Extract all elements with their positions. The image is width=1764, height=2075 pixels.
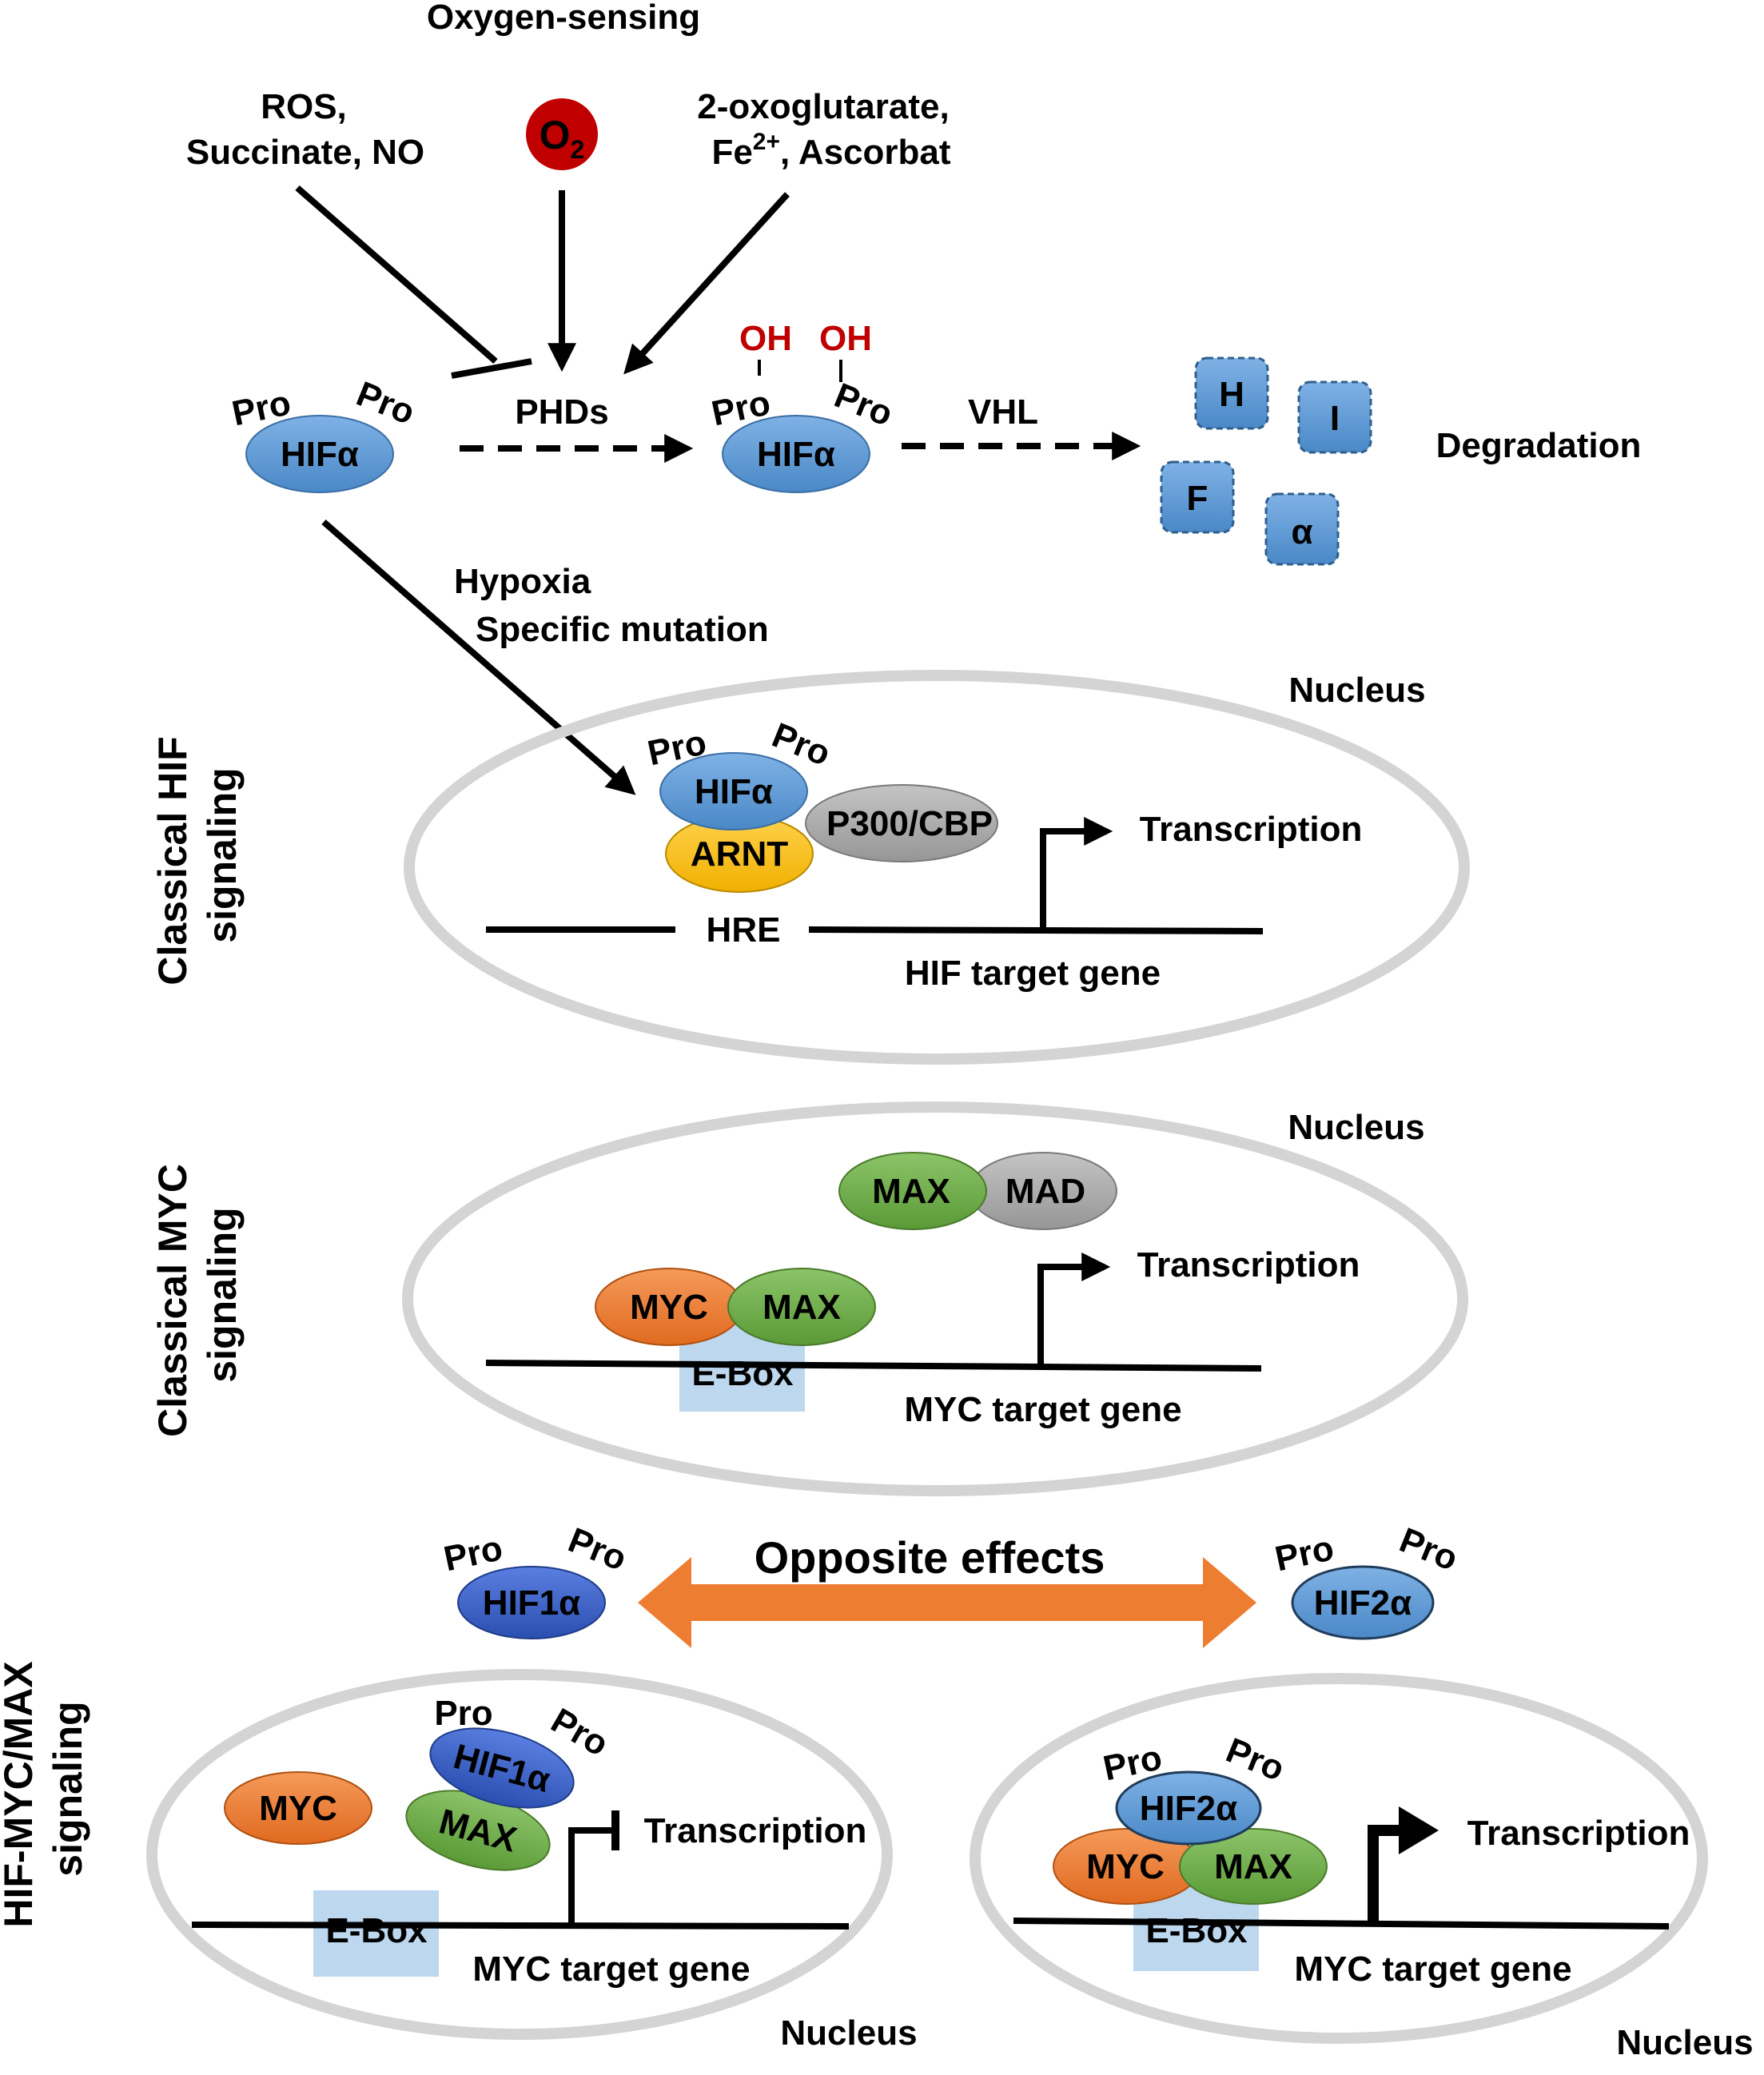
myc-target-gene-label: MYC target gene [1294, 1950, 1571, 1989]
hif2-alpha-label: HIF2α [1314, 1583, 1412, 1623]
nucleus-hif1 [146, 1669, 893, 2040]
input-oxoglutarate-line2: Fe2+, Ascorbat [711, 129, 950, 172]
opposite-effects-label: Opposite effects [755, 1532, 1105, 1583]
fragment-alpha-icon [1264, 492, 1340, 566]
transcription-label: Transcription [1137, 1245, 1360, 1284]
cofactor-arrow [623, 192, 790, 375]
transcription-arrowhead-icon [1399, 1806, 1439, 1854]
nucleus-myc [402, 1101, 1468, 1496]
pro-label: Pro [563, 1520, 631, 1579]
mad-label: MAD [1005, 1172, 1085, 1211]
nucleus-label: Nucleus [1616, 2023, 1753, 2062]
title-oxygen-sensing: Oxygen-sensing [427, 0, 700, 37]
myc-target-gene-label: MYC target gene [472, 1950, 750, 1989]
oh-label: OH [739, 319, 792, 358]
max-protein [1179, 1828, 1328, 1905]
max-label: MAX [763, 1288, 841, 1327]
dna-strand-right [808, 926, 1264, 934]
p300-cbp-label: P300/CBP [826, 804, 993, 843]
hif-alpha-label: HIFα [281, 435, 359, 474]
nucleus-label: Nucleus [1288, 1108, 1424, 1147]
myc-label: MYC [1086, 1847, 1165, 1886]
transcription-start-arrow [1040, 817, 1113, 930]
transcription-label: Transcription [1140, 810, 1363, 849]
ebox-region [313, 1890, 439, 1977]
myc-label: MYC [259, 1789, 337, 1828]
transcription-label: Transcription [644, 1811, 867, 1850]
myc-target-gene-label: MYC target gene [904, 1390, 1181, 1429]
input-oxoglutarate-line1: 2-oxoglutarate, [697, 87, 949, 126]
hif-alpha-label: HIFα [695, 772, 773, 811]
section-label-hifmyc: HIF-MYC/MAX signaling [0, 1650, 90, 1927]
hypoxia-label: Hypoxia [454, 562, 591, 601]
hre-label: HRE [707, 910, 781, 950]
o2-circle-icon [526, 98, 598, 170]
pro-label: Pro [1394, 1520, 1463, 1579]
ebox-label: E-Box [691, 1354, 794, 1393]
dna-strand [191, 1922, 850, 1930]
vhl-label: VHL [968, 392, 1038, 432]
transcription-start-arrow [1368, 1825, 1403, 1922]
phds-label: PHDs [515, 392, 608, 432]
opposite-effects-arrow [638, 1557, 1256, 1648]
max-label: MAX [1214, 1847, 1292, 1886]
pro-label: Pro [434, 1694, 492, 1733]
hif2-alpha-label: HIF2α [1140, 1789, 1237, 1828]
oh-label: OH [819, 319, 872, 358]
hif-alpha-protein [245, 415, 394, 493]
fragment-h-icon [1194, 356, 1269, 430]
transcription-block-line [568, 1827, 615, 1925]
hif-alpha-protein [659, 752, 808, 830]
myc-protein [224, 1771, 372, 1845]
arnt-label: ARNT [691, 834, 788, 874]
ebox-label: E-Box [325, 1911, 428, 1950]
fragment-f-icon [1160, 460, 1235, 534]
specific-mutation-label: Specific mutation [476, 610, 769, 649]
nucleus-hif [404, 670, 1470, 1065]
hif1-alpha-label: HIF1α [483, 1583, 580, 1623]
section-label-hif: Classical HIF signaling [150, 725, 245, 985]
p300-cbp-protein [805, 784, 998, 862]
fragment-i-label: I [1330, 399, 1340, 438]
max-protein [838, 1152, 987, 1230]
nucleus-label: Nucleus [1288, 671, 1425, 710]
max-protein [727, 1268, 876, 1346]
degradation-label: Degradation [1436, 426, 1642, 465]
ebox-label: E-Box [1145, 1911, 1248, 1950]
hif-alpha-hydroxylated-label: HIFα [757, 435, 835, 474]
hif2-alpha-protein [1291, 1565, 1435, 1640]
fragment-alpha-label: α [1291, 512, 1312, 552]
transcription-label: Transcription [1467, 1814, 1690, 1853]
hif1-alpha-protein [457, 1566, 606, 1639]
transcription-start-arrow [1037, 1253, 1111, 1365]
hif1-alpha-protein [429, 1727, 575, 1809]
hif-alpha-hydroxylated-protein [722, 415, 870, 493]
dna-strand [1013, 1918, 1670, 1930]
section-label-myc: Classical MYC signaling [150, 1153, 245, 1437]
nucleus-label: Nucleus [780, 2013, 917, 2053]
fragment-h-label: H [1219, 375, 1244, 414]
nucleus-hif2 [970, 1673, 1708, 2044]
input-ros-line2: Succinate, NO [186, 133, 424, 172]
hypoxia-arrow [321, 519, 636, 795]
input-ros-line1: ROS, [261, 87, 347, 126]
ros-inhibition-bar [451, 358, 532, 379]
fragment-i-icon [1297, 380, 1372, 454]
dna-strand [485, 1360, 1262, 1372]
fragment-f-label: F [1187, 479, 1209, 518]
ros-inhibition-line [295, 185, 498, 364]
myc-label: MYC [630, 1288, 708, 1327]
hif-target-gene-label: HIF target gene [905, 954, 1161, 993]
max-label: MAX [872, 1172, 950, 1211]
o2-label: O2 [540, 113, 585, 164]
hif2-alpha-protein [1115, 1770, 1262, 1846]
